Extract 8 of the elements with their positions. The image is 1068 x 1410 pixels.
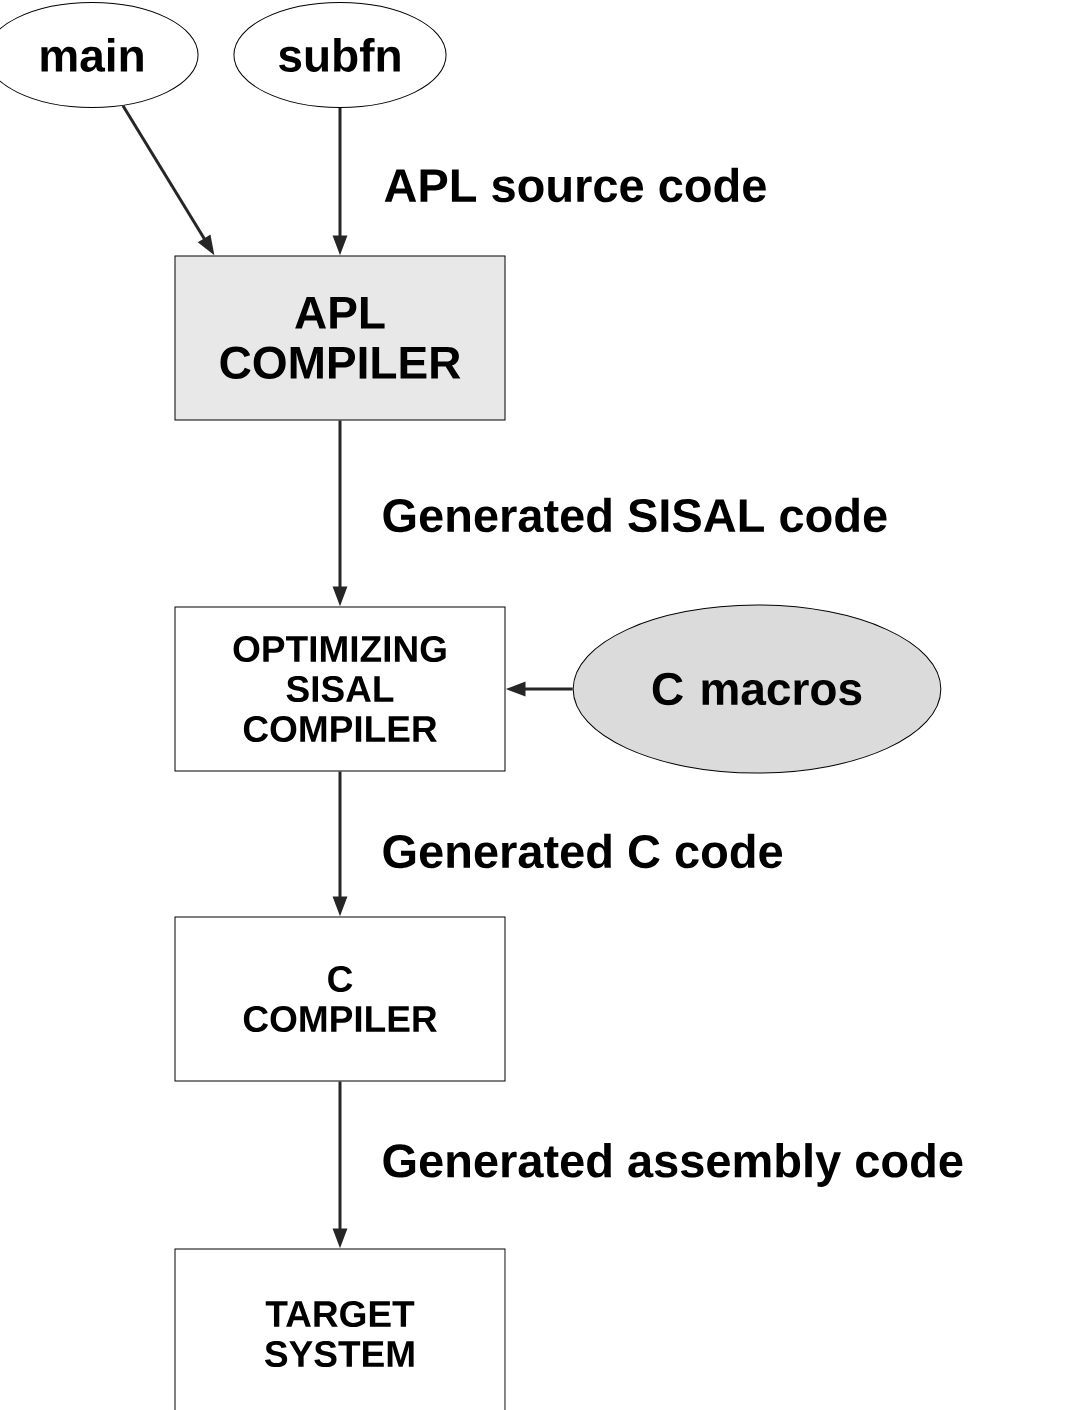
process-box: TARGET SYSTEM [174, 1248, 506, 1410]
process-box: OPTIMIZING SISAL COMPILER [174, 606, 506, 772]
edge-label: Generated C code [383, 833, 783, 869]
edge-label: Generated SISAL code [383, 497, 887, 533]
edge-label: APL source code [384, 167, 766, 203]
process-box: C COMPILER [174, 916, 506, 1082]
edge-label: Generated assembly code [383, 1143, 963, 1187]
process-box: APL COMPILER [174, 255, 506, 421]
